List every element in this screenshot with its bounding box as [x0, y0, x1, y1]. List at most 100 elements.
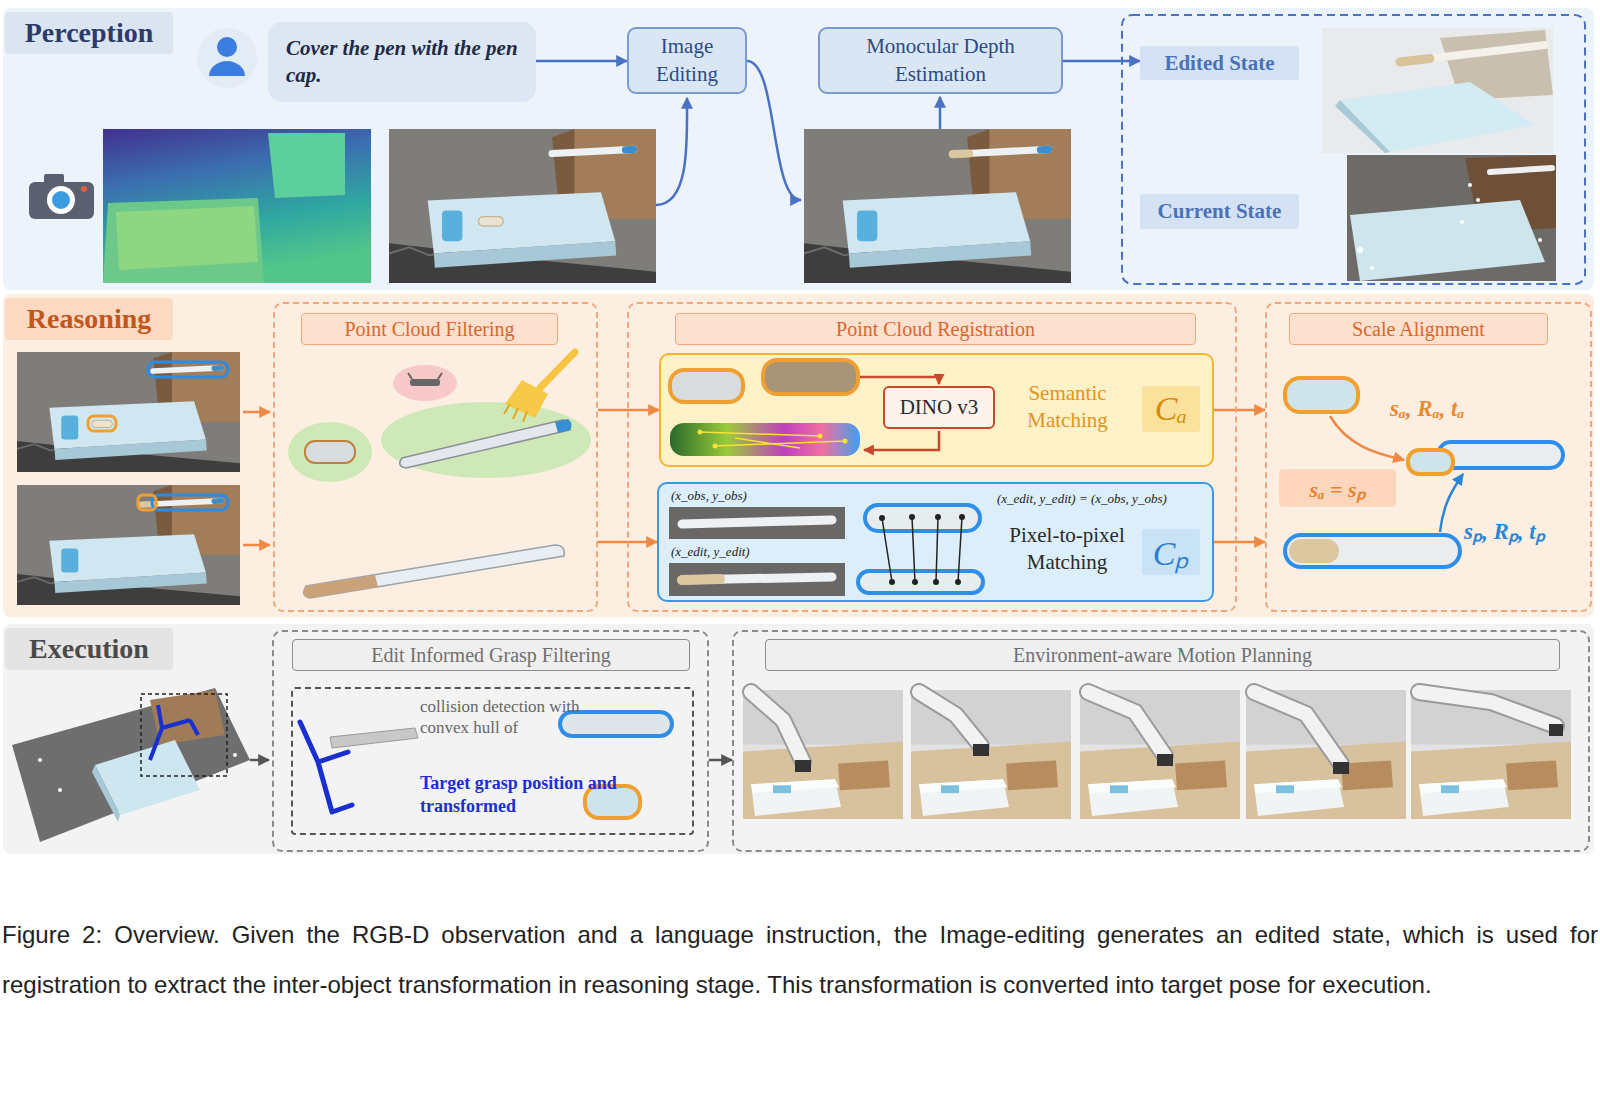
- flow-arrow: [656, 98, 687, 205]
- scene-point-cloud: [38, 758, 42, 762]
- alignment-illustration: [1285, 535, 1460, 567]
- input-thumbnail: [88, 416, 116, 431]
- observation-photo: [389, 129, 656, 283]
- state-tag: Current State: [1140, 194, 1299, 229]
- observation-photo: [389, 129, 656, 283]
- robot-photo: [911, 690, 1071, 819]
- process-box: Monocular Depth Estimation: [818, 27, 1063, 94]
- instruction-bubble: Cover the pen with the pen cap.: [268, 22, 536, 102]
- filtered-cloud: [288, 352, 591, 598]
- state-label: Current State: [1158, 199, 1282, 224]
- symbol-label: Cₚ: [1142, 529, 1200, 575]
- camera-icon: [47, 186, 75, 214]
- panel-title: Point Cloud Filtering: [301, 313, 558, 345]
- box-fill: [657, 482, 1214, 602]
- equation-label: sₐ = sₚ: [1309, 473, 1365, 503]
- process-label: Monocular Depth Estimation: [830, 33, 1051, 88]
- equation-box: sₐ = sₚ: [1279, 469, 1396, 507]
- scene-point-cloud: [12, 688, 250, 842]
- robot-arm: [751, 692, 803, 762]
- filtered-cloud: [555, 419, 572, 433]
- pixel-illustration: [669, 505, 983, 596]
- coordinate-label: (x_edit, y_edit): [669, 544, 752, 560]
- flow-arrow: [1063, 60, 1140, 63]
- current-state-render: [1347, 155, 1556, 281]
- filtered-cloud: [393, 365, 457, 401]
- current-state-render: [1370, 266, 1374, 270]
- robot-arm: [919, 692, 981, 746]
- robot-arm: [1254, 692, 1341, 764]
- edited-photo: [804, 129, 1071, 283]
- robot-arm: [795, 760, 811, 772]
- robot-arm: [1088, 692, 1165, 756]
- filtered-cloud: [288, 422, 372, 482]
- matching-illustration: [670, 360, 860, 456]
- input-thumbnail: [152, 495, 228, 510]
- robot-arm: [1254, 692, 1341, 764]
- feature-arrow: [864, 431, 939, 450]
- edited-state-render: [1322, 28, 1553, 153]
- robot-photo: [1246, 690, 1406, 819]
- note-text: collision detection with convex hull of: [420, 696, 620, 739]
- robot-arm: [1088, 692, 1173, 766]
- robot-arm: [1419, 692, 1556, 726]
- matching-illustration: [818, 434, 823, 439]
- robot-photo: [743, 690, 1571, 819]
- alignment-illustration: [1408, 450, 1453, 474]
- matching-illustration: [700, 432, 845, 448]
- input-thumbnail: [138, 495, 156, 510]
- current-state-render: [1347, 155, 1556, 281]
- pixel-illustration: [909, 514, 915, 520]
- robot-photo: [743, 690, 903, 819]
- edited-state-render: [1322, 28, 1553, 153]
- state-tag: Edited State: [1140, 46, 1299, 80]
- camera-icon: [81, 186, 87, 192]
- scene-point-cloud: [233, 753, 237, 757]
- flow-arrow: [1214, 409, 1265, 412]
- current-state-render: [1538, 238, 1542, 242]
- matching-illustration: [843, 439, 848, 444]
- robot-arm: [919, 692, 981, 746]
- current-state-render: [1490, 168, 1552, 172]
- scene-point-cloud: [141, 694, 227, 776]
- stage-panel: Point Cloud RegistrationSemantic Matchin…: [627, 302, 1237, 612]
- input-thumbnail: [148, 362, 228, 377]
- edited-state-render: [1340, 82, 1535, 152]
- edited-state-render: [1400, 45, 1545, 62]
- flow-arrow: [243, 412, 270, 545]
- pixel-illustration: [682, 577, 832, 580]
- scene-point-cloud: [12, 688, 250, 842]
- transform-label: sₚ, Rₚ, tₚ: [1464, 514, 1545, 546]
- robot-arm: [1254, 692, 1349, 774]
- section-band: ExecutionEdit Informed Grasp Filteringco…: [3, 624, 1594, 854]
- pixel-illustration: [935, 514, 941, 520]
- matching-box: Semantic MatchingCₐDINO v3: [659, 353, 1214, 467]
- stage-panel: Environment-aware Motion Planning: [732, 630, 1590, 852]
- panel-title: Scale Alignment: [1289, 313, 1548, 345]
- state-label: Edited State: [1164, 51, 1274, 76]
- alignment-illustration: [1330, 416, 1404, 460]
- robot-arm: [1088, 692, 1165, 756]
- depth-map: [116, 206, 258, 270]
- section-heading: Perception: [5, 12, 173, 54]
- pixel-illustration: [959, 514, 965, 520]
- filtered-cloud: [400, 420, 571, 468]
- current-state-render: [1468, 183, 1472, 187]
- feature-arrow: [860, 377, 939, 384]
- current-state-render: [1350, 200, 1545, 281]
- pixel-illustration: [682, 520, 832, 524]
- coordinate-label: (x_obs, y_obs): [669, 488, 749, 504]
- robot-arm: [1157, 754, 1173, 766]
- panel-title: Point Cloud Registration: [675, 313, 1196, 345]
- grasp-illustration: [300, 722, 352, 812]
- pixel-illustration: [865, 505, 980, 531]
- robot-arm: [1419, 692, 1556, 726]
- pixel-illustration: [669, 563, 845, 596]
- section-band: Perception Cover the pen with the pen cap…: [3, 8, 1594, 290]
- stage-panel: Point Cloud Filtering: [273, 302, 598, 612]
- robot-arm: [1549, 724, 1563, 736]
- stage-panel: Scale Alignment sₐ = sₚ: [1265, 302, 1592, 612]
- pixel-illustration: [882, 517, 962, 582]
- alignment-illustration: [1285, 378, 1358, 412]
